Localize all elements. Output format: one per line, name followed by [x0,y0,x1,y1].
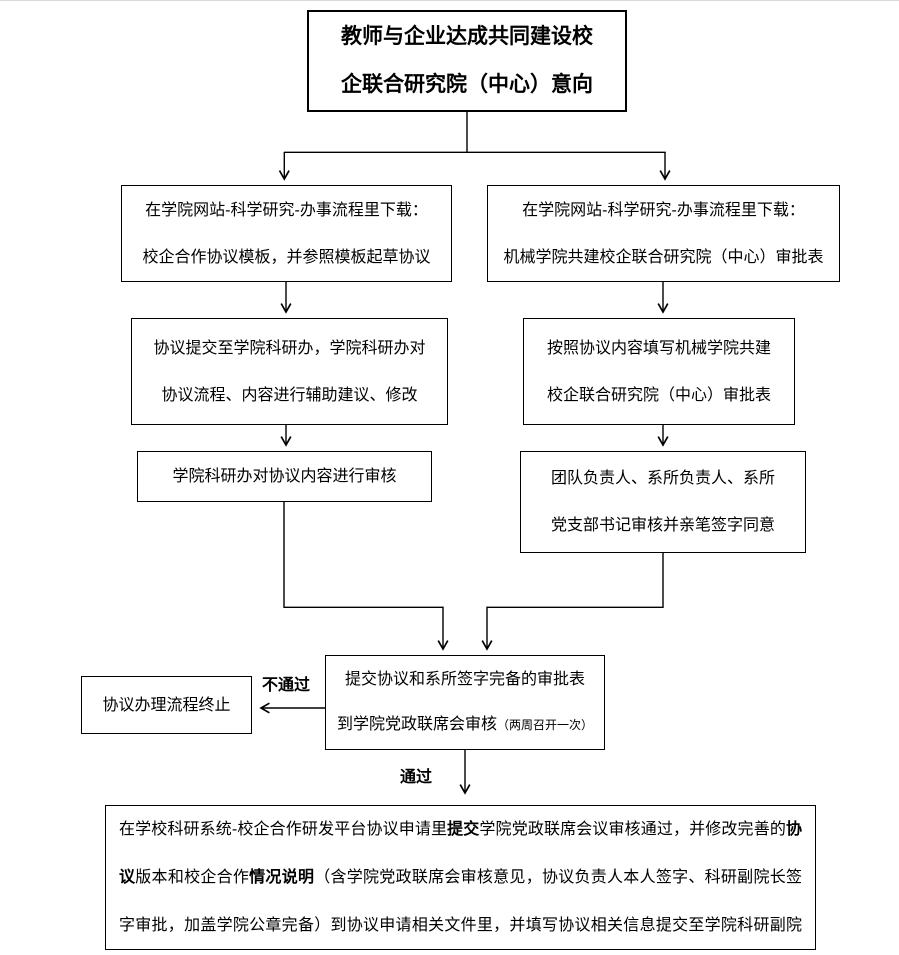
box-fill-approval-form-line1: 按照协议内容填写机械学院共建 [546,339,771,357]
box-submit-to-research-office-line1: 协议提交至学院科研办，学院科研办对 [153,339,426,357]
box-intent-line2: 企联合研究院（中心）意向 [341,73,593,96]
box-office-review-line1: 学院科研办对协议内容进行审核 [172,468,397,485]
box-joint-meeting-review: 提交协议和系所签字完备的审批表 到学院党政联席会审核（两周召开一次） [325,655,605,750]
box-joint-meeting-review-line2: 到学院党政联席会审核（两周召开一次） [336,716,594,733]
box-fill-approval-form: 按照协议内容填写机械学院共建 校企联合研究院（中心）审批表 [523,318,795,425]
box-leaders-sign: 团队负责人、系所负责人、系所 党支部书记审核并亲笔签字同意 [520,451,806,553]
box-fill-approval-form-line2: 校企联合研究院（中心）审批表 [546,386,771,404]
box-download-approval-form-line2: 机械学院共建校企联合研究院（中心）审批表 [503,248,824,266]
box-leaders-sign-line2: 党支部书记审核并亲笔签字同意 [550,517,775,534]
box-final-submission: 在学校科研系统-校企合作研发平台协议申请里提交学院党政联席会议审核通过，并修改完… [105,805,816,950]
box-office-review: 学院科研办对协议内容进行审核 [137,451,432,502]
box-intent-line1: 教师与企业达成共同建设校 [341,25,593,48]
box-download-template-line1: 在学院网站-科学研究-办事流程里下载： [145,201,428,219]
box-process-terminated-line1: 协议办理流程终止 [102,696,231,714]
box-download-approval-form: 在学院网站-科学研究-办事流程里下载： 机械学院共建校企联合研究院（中心）审批表 [487,185,840,282]
box-leaders-sign-line1: 团队负责人、系所负责人、系所 [550,470,775,487]
box-submit-to-research-office: 协议提交至学院科研办，学院科研办对 协议流程、内容进行辅助建议、修改 [131,318,448,425]
box-download-template: 在学院网站-科学研究-办事流程里下载： 校企合作协议模板，并参照模板起草协议 [121,185,452,282]
box-process-terminated: 协议办理流程终止 [81,676,252,734]
label-passed: 通过 [400,769,433,786]
box-download-template-line2: 校企合作协议模板，并参照模板起草协议 [142,248,431,266]
page-top-edge [0,0,899,1]
label-not-passed: 不通过 [262,677,311,694]
box-download-approval-form-line1: 在学院网站-科学研究-办事流程里下载： [522,201,805,219]
box-joint-meeting-review-line1: 提交协议和系所签字完备的审批表 [344,671,585,688]
box-submit-to-research-office-line2: 协议流程、内容进行辅助建议、修改 [161,386,418,404]
box-intent: 教师与企业达成共同建设校 企联合研究院（中心）意向 [307,10,627,112]
